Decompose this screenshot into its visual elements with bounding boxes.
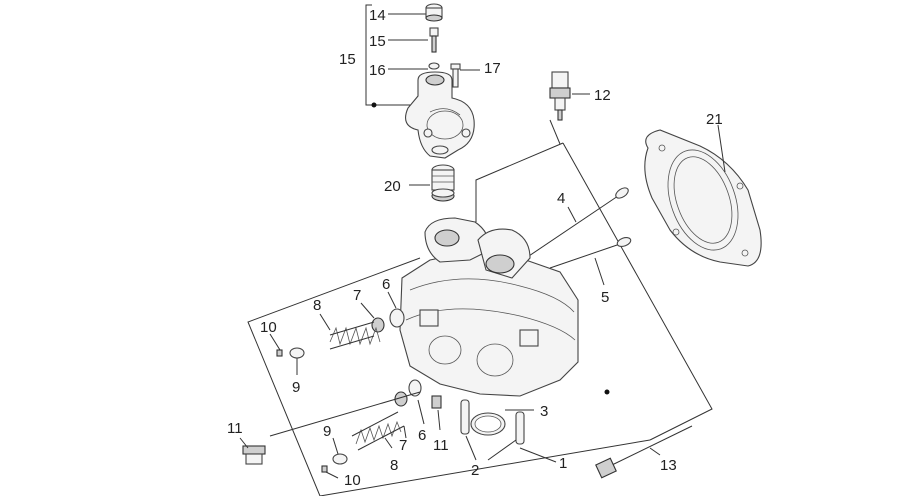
callout-20: 20: [384, 178, 401, 195]
part-21-head-gasket: [644, 124, 762, 267]
callout-18: 16: [369, 62, 386, 79]
callout-2: 2: [471, 462, 479, 479]
callout-5: 5: [601, 289, 609, 306]
callout-10-lower: 10: [344, 472, 361, 489]
callout-15: 15: [339, 51, 356, 68]
callout-21: 21: [706, 111, 723, 128]
part-11-seal: [431, 395, 442, 431]
callout-13: 13: [660, 457, 677, 474]
part-4-valve: [519, 187, 629, 263]
valve-train-lower: [269, 379, 425, 479]
part-1-leader: [519, 447, 557, 463]
part-5-valve: [549, 236, 632, 286]
callout-9-upper: 9: [292, 379, 300, 396]
callout-labels: 14 15 15 16 17 12 21 20 4 5 8 7 6 10 9 3…: [227, 7, 723, 489]
part-18-washer: [428, 62, 440, 70]
callout-9-lower: 9: [323, 423, 331, 440]
part-3-o-ring: [470, 409, 534, 436]
callout-12: 11: [227, 420, 243, 437]
part-2-dowel-pins: [460, 399, 525, 461]
part-20-thermostat: [409, 164, 455, 202]
callout-17: 15: [369, 33, 386, 50]
callout-6-upper: 6: [382, 276, 390, 293]
part-13-bolt: [595, 425, 693, 479]
callout-7-upper: 7: [353, 287, 361, 304]
callout-16: 14: [369, 7, 386, 24]
cylinder-head: [399, 217, 610, 397]
valve-train-upper: [269, 291, 405, 375]
part-16-cap: [425, 3, 443, 22]
callout-4: 4: [557, 190, 565, 207]
callout-8-lower: 8: [390, 457, 398, 474]
assembly-boundary: [247, 119, 713, 496]
callout-3: 3: [540, 403, 548, 420]
part-17-bleed-screw: [429, 27, 439, 53]
callout-14: 12: [594, 87, 611, 104]
thermostat-housing: [405, 71, 475, 159]
part-14-temperature-sensor: [549, 71, 590, 121]
callout-8-upper: 8: [313, 297, 321, 314]
spring-upper: [329, 321, 381, 350]
part-19-screw: [450, 63, 480, 88]
callout-6-lower: 6: [418, 427, 426, 444]
callout-11: 11: [433, 437, 449, 454]
callout-7-lower: 7: [399, 437, 407, 454]
callout-1: 1: [559, 455, 567, 472]
callout-19: 17: [484, 60, 501, 77]
group-15-bracket: [365, 4, 428, 108]
part-12-plug: [239, 437, 266, 465]
callout-10-upper: 10: [260, 319, 277, 336]
spring-lower: [351, 411, 405, 451]
